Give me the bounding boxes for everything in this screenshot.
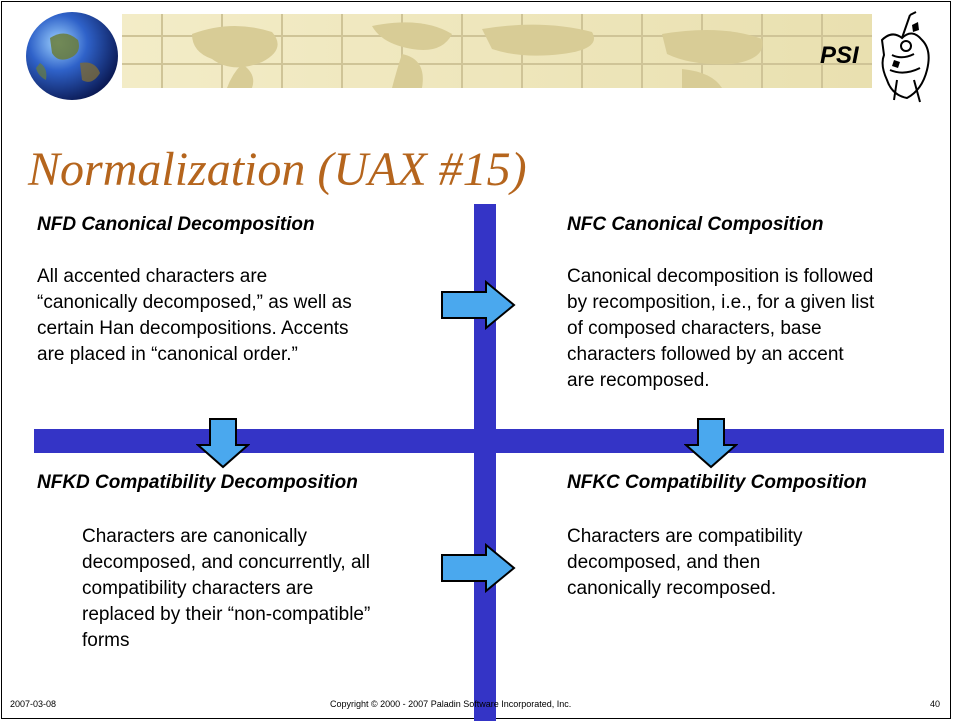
world-map-banner <box>122 14 872 88</box>
nfkc-heading: NFKC Compatibility Composition <box>567 472 867 493</box>
right-arrow-icon <box>441 543 516 593</box>
nfkd-heading: NFKD Compatibility Decomposition <box>37 472 358 493</box>
nfc-line: by recomposition, i.e., for a given list <box>567 292 875 313</box>
horizontal-divider-bar <box>34 429 944 453</box>
footer-copyright: Copyright © 2000 - 2007 Paladin Software… <box>330 699 572 709</box>
nfd-line: are placed in “canonical order.” <box>37 344 298 365</box>
nfkd-line: decomposed, and concurrently, all <box>82 552 370 573</box>
slide-title: Normalization (UAX #15) <box>28 143 527 196</box>
footer-date: 2007-03-08 <box>10 699 57 709</box>
down-arrow-icon <box>684 418 738 469</box>
nfkd-body: Characters are canonically decomposed, a… <box>82 524 370 654</box>
nfd-line: All accented characters are <box>37 266 268 287</box>
nfkd-line: forms <box>82 630 130 651</box>
knight-logo-icon <box>880 11 930 103</box>
nfkd-line: Characters are canonically <box>82 526 307 547</box>
nfd-body: All accented characters are “canonically… <box>37 264 352 368</box>
nfkc-line: decomposed, and then <box>567 552 761 573</box>
nfc-line: are recomposed. <box>567 370 710 391</box>
psi-logo-text: PSI <box>820 42 859 69</box>
down-arrow-icon <box>196 418 250 469</box>
globe-icon <box>26 12 118 100</box>
page-number: 40 <box>930 699 941 709</box>
nfc-line: characters followed by an accent <box>567 344 844 365</box>
nfd-line: certain Han decompositions. Accents <box>37 318 349 339</box>
vertical-divider-bar <box>474 204 496 721</box>
nfc-body: Canonical decomposition is followed by r… <box>567 264 874 394</box>
nfd-line: “canonically decomposed,” as well as <box>37 292 352 313</box>
nfkc-line: canonically recomposed. <box>567 578 777 599</box>
nfc-heading: NFC Canonical Composition <box>567 214 824 235</box>
nfkc-line: Characters are compatibility <box>567 526 803 547</box>
right-arrow-icon <box>441 280 516 330</box>
nfd-heading: NFD Canonical Decomposition <box>37 214 315 235</box>
nfkd-line: replaced by their “non-compatible” <box>82 604 371 625</box>
nfc-line: of composed characters, base <box>567 318 822 339</box>
nfc-line: Canonical decomposition is followed <box>567 266 874 287</box>
nfkd-line: compatibility characters are <box>82 578 314 599</box>
nfkc-body: Characters are compatibility decomposed,… <box>567 524 802 602</box>
